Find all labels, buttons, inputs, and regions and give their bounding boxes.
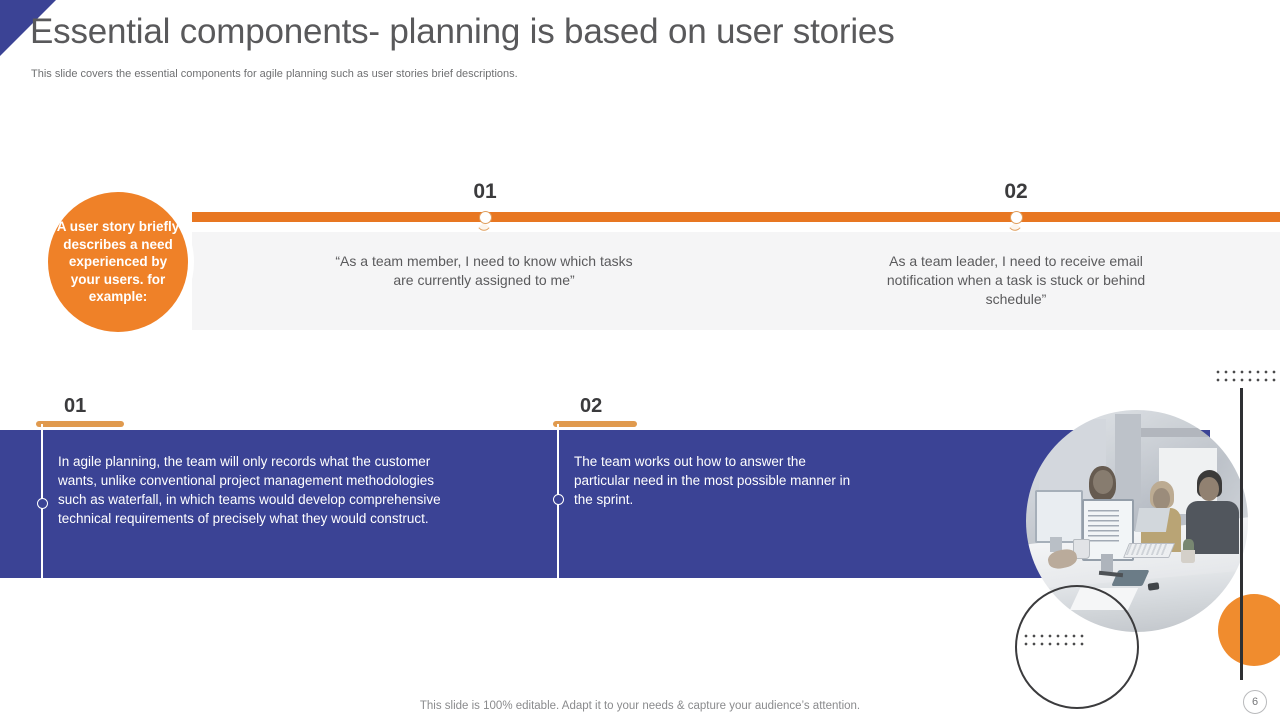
photo-shelf (1141, 427, 1209, 437)
photo-window-mid (1114, 414, 1142, 504)
photo-laptop (1134, 507, 1171, 533)
timeline-text-02: As a team leader, I need to receive emai… (886, 253, 1146, 307)
photo-plant-pot (1181, 549, 1195, 564)
detail-rule-02 (553, 421, 637, 427)
timeline-number-02: 02 (1004, 180, 1028, 203)
timeline-marker-01 (479, 211, 492, 224)
page-number-badge: 6 (1243, 690, 1267, 714)
photo-person-1-head (1092, 469, 1113, 495)
detail-dot-01 (37, 498, 48, 509)
photo-person-3-body (1185, 501, 1240, 555)
timeline-bar (192, 212, 1280, 222)
page-subtitle: This slide covers the essential componen… (31, 68, 518, 80)
decorative-vertical-line (1240, 388, 1243, 680)
photo-monitor-1-stand (1050, 536, 1062, 553)
photo-person-2-head (1152, 487, 1171, 510)
photo-monitor-2-stand (1101, 554, 1113, 573)
corner-triangle-decoration (0, 0, 56, 56)
timeline-marker-tail-01 (480, 224, 489, 233)
user-story-badge: A user story briefly describes a need ex… (48, 192, 188, 332)
timeline-number-01: 01 (473, 180, 497, 203)
photo-monitor-2-screen-content (1088, 509, 1120, 544)
timeline-text-01: “As a team member, I need to know which … (335, 253, 633, 288)
photo-plant (1182, 538, 1194, 553)
footer-note: This slide is 100% editable. Adapt it to… (419, 700, 861, 712)
photo-coffee-mug (1072, 538, 1091, 559)
timeline-marker-02 (1010, 211, 1023, 224)
photo-person-3-head (1199, 476, 1220, 501)
decorative-dots-bottom (1022, 632, 1084, 649)
photo-keyboard-keys (1125, 544, 1171, 556)
detail-number-01: 01 (64, 395, 87, 417)
decorative-dots-top (1214, 368, 1280, 385)
detail-number-02: 02 (580, 395, 603, 417)
detail-text-01: In agile planning, the team will only re… (58, 454, 441, 526)
detail-rule-01 (36, 421, 124, 427)
decorative-orange-circle (1218, 594, 1280, 666)
user-story-badge-text: A user story briefly describes a need ex… (56, 219, 180, 305)
timeline-content-panel (192, 232, 1280, 330)
detail-dot-02 (553, 494, 564, 505)
photo-monitor-1 (1034, 489, 1084, 543)
detail-text-02: The team works out how to answer the par… (574, 454, 851, 507)
timeline-marker-tail-02 (1011, 224, 1020, 233)
page-title: Essential components- planning is based … (30, 12, 895, 51)
decorative-circle-outline (1015, 585, 1139, 709)
